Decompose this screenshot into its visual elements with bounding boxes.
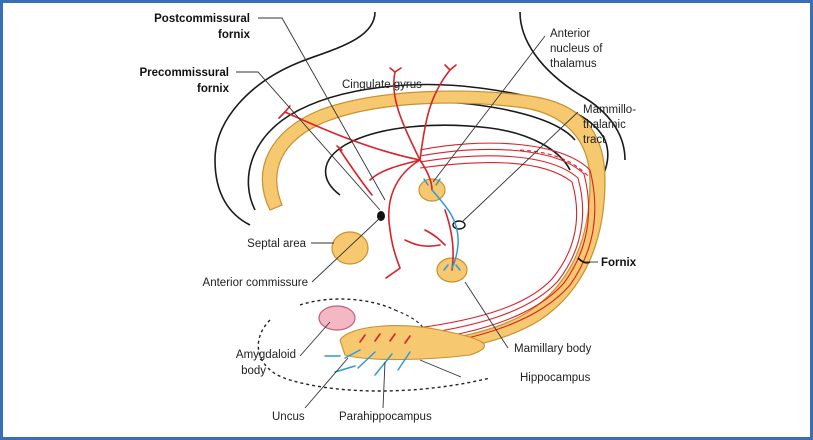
amygdaloid-label-1: Amygdaloid [236,349,296,361]
amygdaloid-label-2: body [241,365,266,377]
anterior-commissure-label: Anterior commissure [203,277,308,289]
anterior-nucleus-label-1: Anterior [550,28,590,40]
red-fibers [278,64,457,279]
septal-area [331,231,369,265]
mammillothalamic-label-3: tract [583,134,606,146]
parahippocampus-label: Parahippocampus [339,411,432,423]
postcommissural-label-1: Postcommissural [154,13,250,25]
mammillothalamic-marker [452,220,466,230]
precommissural-label-1: Precommissural [140,67,230,79]
mammillothalamic-label-1: Mammillo- [583,104,636,116]
blue-fibers [324,178,461,376]
postcommissural-label-2: fornix [218,29,251,41]
amygdaloid-body [318,305,356,331]
mamillary-body-label: Mamillary body [514,343,592,355]
hippocampus [339,325,485,361]
mammillothalamic-label-2: thalamic [583,119,626,131]
fornix-label: Fornix [601,257,637,269]
anterior-nucleus-label-2: nucleus of [550,43,603,55]
uncus-label: Uncus [272,411,305,423]
leader-lines [236,17,598,409]
hippocampus-fibers [359,333,411,344]
anterior-nucleus-label-3: thalamus [550,58,597,70]
fornix-band [261,90,606,356]
cingulate-gyrus-label: Cingulate gyrus [342,79,422,91]
hippocampus-label: Hippocampus [520,372,591,384]
precommissural-label-2: fornix [197,83,230,95]
septal-area-label: Septal area [247,238,306,250]
